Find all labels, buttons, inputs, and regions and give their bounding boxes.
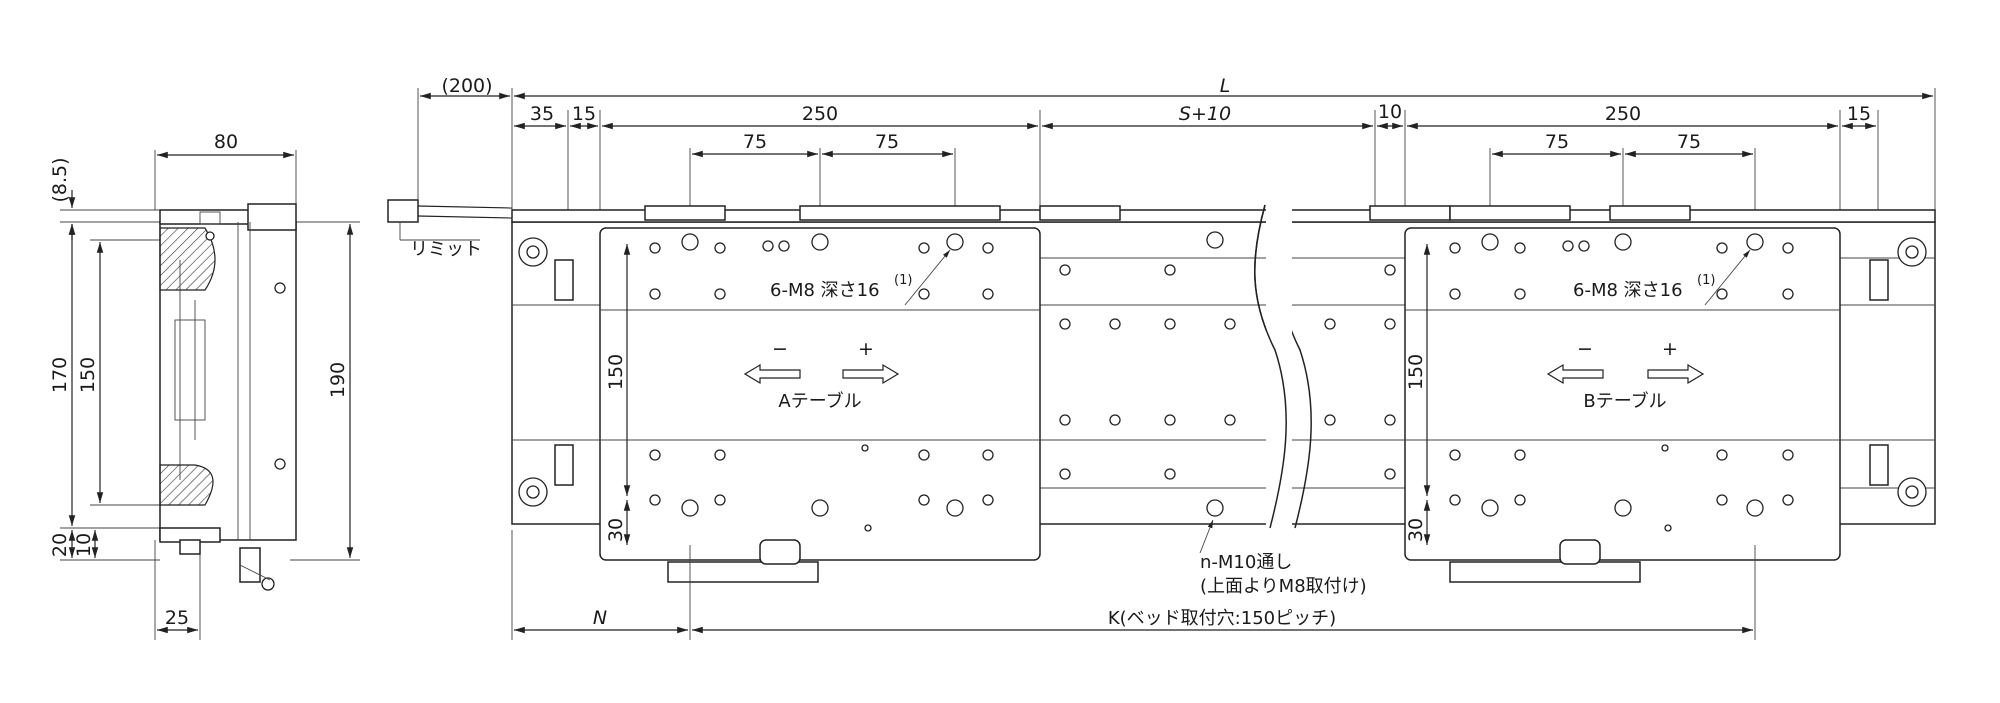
gap-10-label: 10 [1378, 101, 1402, 123]
table-a-minus-label: − [772, 338, 788, 360]
table-b-length-label: 250 [1605, 103, 1641, 125]
side-width-label: 80 [214, 131, 238, 153]
pitch-a2-label: 75 [875, 131, 899, 153]
mount-hole-note: (上面よりM8取付け) [1200, 576, 1367, 597]
table-b-direction-arrows: − + Bテーブル [1546, 338, 1705, 412]
cable-length-label: (200) [441, 75, 492, 97]
table-b [1404, 227, 1841, 583]
side-height-190-label: 190 [327, 362, 349, 398]
connector-icon [387, 199, 419, 223]
table-a-direction-arrows: − + Aテーブル [743, 338, 900, 412]
right-arrow-icon [1647, 363, 1705, 385]
table-a-tap-label: 6-M8 深さ16 [770, 280, 880, 301]
table-b-label: Bテーブル [1583, 390, 1666, 412]
pitch-a1-label: 75 [743, 131, 767, 153]
side-offset-20-label: 20 [49, 533, 71, 557]
pitch-b2-label: 75 [1677, 131, 1701, 153]
top-view: (200) L 35 15 250 S+10 10 250 15 75 75 7… [387, 75, 1936, 640]
table-b-plus-label: + [1662, 338, 1678, 360]
table-a-height-150-label: 150 [605, 354, 627, 390]
end-15-left-label: 15 [572, 103, 596, 125]
table-a-plus-label: + [858, 338, 874, 360]
pitch-b1-label: 75 [1545, 131, 1569, 153]
side-height-150-label: 150 [77, 357, 99, 393]
side-offset-10-label: 10 [73, 533, 95, 557]
table-a-label: Aテーブル [778, 390, 861, 412]
table-a-tap-sup: (1) [894, 273, 912, 288]
table-a-height-30-label: 30 [605, 518, 627, 542]
table-a [599, 227, 1041, 583]
side-height-170-label: 170 [49, 357, 71, 393]
stroke-label: S+10 [1179, 103, 1231, 125]
overall-length-label: L [1220, 75, 1231, 97]
left-arrow-icon [1546, 363, 1604, 385]
left-arrow-icon [743, 363, 801, 385]
mount-hole-label: n-M10通し [1200, 552, 1292, 573]
right-arrow-icon [842, 363, 900, 385]
dim-k-label: K(ベッド取付穴:150ピッチ) [1108, 608, 1336, 629]
side-view: 80 (8.5) 170 150 190 20 10 25 [49, 131, 360, 640]
dim-n-label: N [593, 607, 607, 629]
table-b-minus-label: − [1577, 338, 1593, 360]
table-b-tap-label: 6-M8 深さ16 [1573, 280, 1683, 301]
table-b-height-30-label: 30 [1405, 518, 1427, 542]
side-bottom-width-label: 25 [165, 607, 189, 629]
limit-label: リミット [410, 239, 482, 260]
table-a-length-label: 250 [802, 103, 838, 125]
table-b-tap-sup: (1) [1697, 273, 1715, 288]
table-b-height-150-label: 150 [1405, 354, 1427, 390]
side-offset-label: (8.5) [49, 157, 71, 202]
end-15-right-label: 15 [1847, 103, 1871, 125]
end-35-label: 35 [530, 103, 554, 125]
